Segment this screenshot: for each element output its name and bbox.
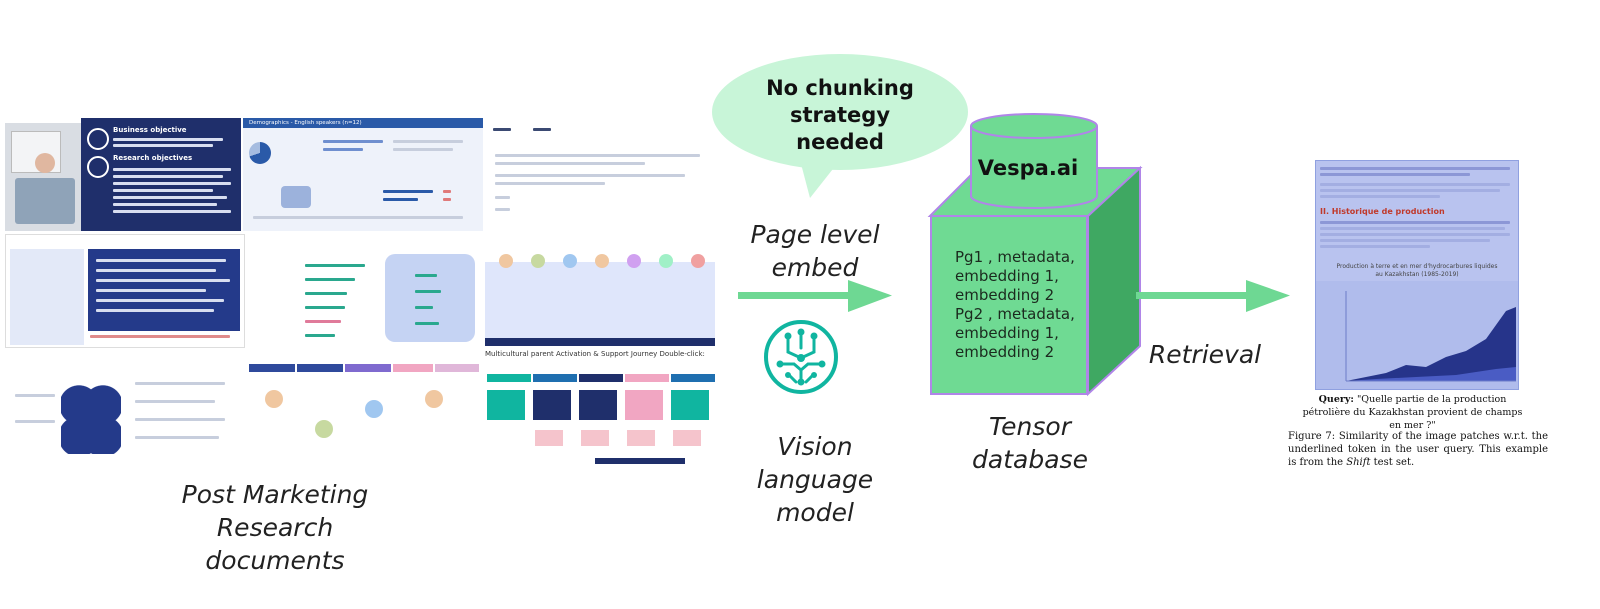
vespa-content-line: embedding 2	[955, 343, 1055, 361]
retrieval-label: Retrieval	[1148, 340, 1262, 369]
vespa-content-line: Pg2 , metadata,	[955, 305, 1075, 323]
embed-label: Page level embed	[730, 218, 900, 284]
journey-title: Multicultural parent Activation & Suppor…	[485, 350, 705, 358]
caption-body: Similarity of the image patches w.r.t. t…	[1288, 431, 1548, 468]
vespa-content-line: embedding 1,	[955, 324, 1059, 342]
document-thumbnail: Business objective Research objectives	[81, 118, 241, 231]
document-thumbnail	[245, 350, 485, 468]
query-label: Query:	[1318, 394, 1354, 405]
documents-label-line: Research	[216, 513, 334, 542]
bubble-line: needed	[796, 130, 884, 154]
vespa-content-line: embedding 2	[955, 286, 1055, 304]
tensor-label-line: database	[972, 445, 1088, 474]
embed-arrow-icon	[738, 280, 892, 312]
result-heatmap: II. Historique de production Production …	[1315, 160, 1519, 390]
document-thumbnail	[5, 350, 245, 468]
vlm-label-line: model	[776, 498, 854, 527]
speech-bubble	[712, 54, 968, 198]
documents-label: Post Marketing Research documents	[150, 478, 400, 577]
embed-label-line: Page level	[750, 220, 880, 249]
research-objectives-heading: Research objectives	[113, 154, 193, 162]
vlm-label-line: language	[756, 465, 874, 494]
vlm-label: Vision language model	[730, 430, 900, 529]
document-thumbnail	[485, 118, 715, 231]
bubble-line: No chunking	[766, 76, 914, 100]
document-thumbnail	[5, 234, 245, 348]
demographics-title: Demographics - English speakers (n=12)	[243, 118, 483, 128]
caption-end: test set.	[1373, 457, 1415, 468]
result-chart-title-line: Production à terre et en mer d'hydrocarb…	[1336, 263, 1498, 270]
caption-italic: Shift	[1346, 457, 1371, 468]
document-thumbnail: Multicultural parent Activation & Suppor…	[485, 350, 715, 468]
documents-label-line: Post Marketing	[181, 480, 369, 509]
figure-caption: Figure 7: Similarity of the image patche…	[1288, 430, 1548, 469]
tensor-label-line: Tensor	[988, 412, 1071, 441]
result-chart-title: Production à terre et en mer d'hydrocarb…	[1326, 263, 1508, 279]
vespa-title: Vespa.ai	[977, 156, 1079, 180]
vespa-content-line: Pg1 , metadata,	[955, 248, 1075, 266]
speech-bubble-text: No chunking strategy needed	[760, 75, 920, 156]
business-objective-heading: Business objective	[113, 126, 187, 134]
document-thumbnail	[5, 123, 81, 231]
document-thumbnail	[485, 234, 715, 348]
result-chart-title-line: au Kazakhstan (1985-2019)	[1375, 271, 1459, 278]
document-thumbnail: Demographics - English speakers (n=12)	[243, 118, 483, 231]
query-body: "Quelle partie de la production pétroliè…	[1302, 394, 1523, 431]
caption-prefix: Figure 7:	[1288, 431, 1336, 442]
document-thumbnail	[245, 234, 485, 348]
vespa-contents: Pg1 , metadata, embedding 1, embedding 2…	[955, 248, 1095, 362]
vespa-cube-front	[930, 215, 1088, 395]
neural-network-icon	[764, 320, 838, 394]
documents-label-line: documents	[205, 546, 345, 575]
result-area-chart	[1316, 281, 1518, 389]
tensor-label: Tensor database	[940, 410, 1120, 476]
vespa-cube	[927, 113, 1143, 397]
documents-collage: Business objective Research objectives D…	[5, 118, 715, 468]
result-heading: II. Historique de production	[1320, 207, 1445, 216]
embed-label-line: embed	[771, 253, 859, 282]
query-text: Query: "Quelle partie de la production p…	[1300, 393, 1525, 432]
vlm-label-line: Vision	[777, 432, 853, 461]
retrieval-arrow-icon	[1136, 280, 1290, 312]
vespa-content-line: embedding 1,	[955, 267, 1059, 285]
bubble-line: strategy	[789, 103, 891, 127]
